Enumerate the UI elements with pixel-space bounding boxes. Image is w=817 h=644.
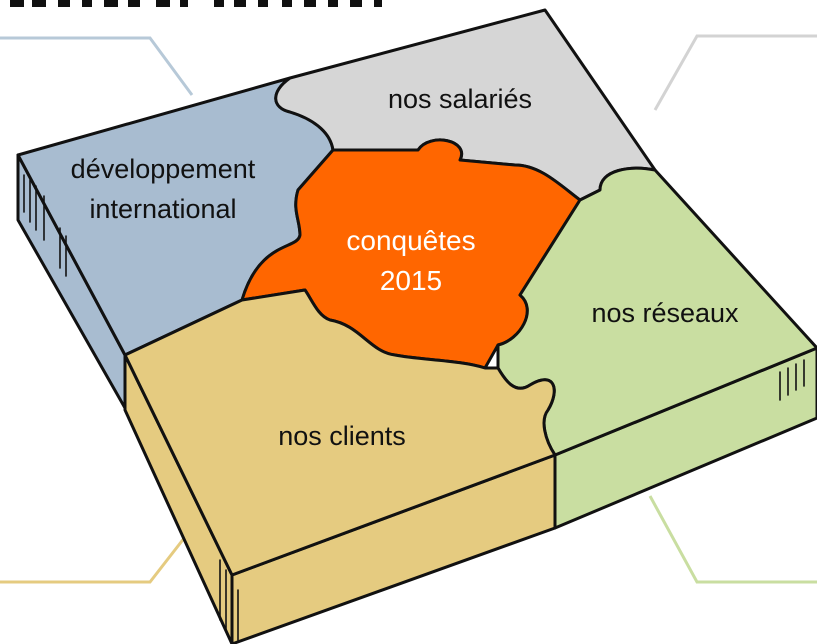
connector-bottom-left [0,527,194,584]
label-nos-salaries: nos salariés [388,84,532,114]
connector-top-left [0,36,194,96]
label-conquetes: conquêtes [346,225,475,256]
side-hatching [23,174,805,641]
label-international: international [89,194,236,224]
connector-top-right [653,34,817,111]
label-2015: 2015 [380,265,442,296]
label-nos-reseaux: nos réseaux [591,298,739,328]
cropped-title-fragment [10,0,382,7]
label-developpement: développement [71,154,256,184]
label-nos-clients: nos clients [278,421,406,451]
connector-bottom-right [648,495,817,584]
piece-bottom [123,288,557,577]
